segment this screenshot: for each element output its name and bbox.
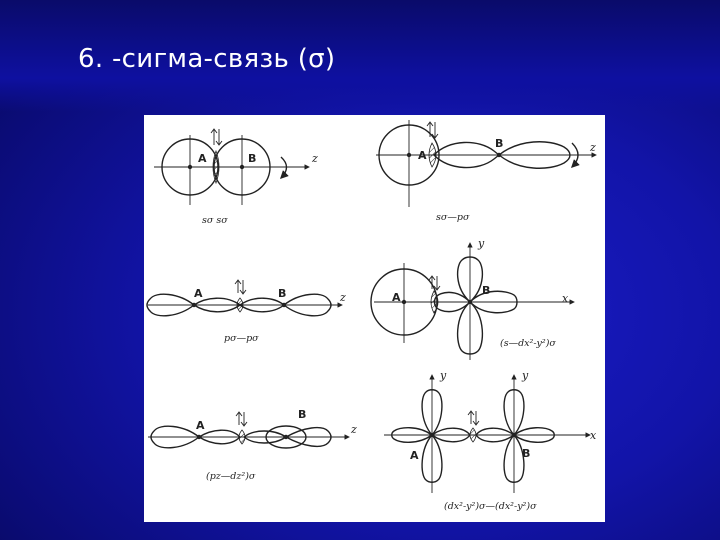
diagram-pp-label-b: B — [278, 287, 286, 300]
diagram-pp-axis: z — [339, 291, 346, 304]
diagram-p-d: A B z (pz—dz²)σ — [148, 408, 357, 482]
diagram-s-d: A B x y (s—dx²-y²)σ — [370, 237, 575, 360]
diagram-pp-caption: pσ—pσ — [224, 333, 259, 344]
orbital-diagram-panel: A B z sσ sσ A B z sσ—pσ A B z pσ—pσ — [144, 115, 605, 522]
diagram-ss-label-a: A — [198, 152, 207, 165]
diagram-pd-caption: (pz—dz²)σ — [206, 471, 256, 482]
diagram-pd-label-b: B — [298, 408, 306, 421]
diagram-dd-caption: (dx²-y²)σ—(dx²-y²)σ — [444, 501, 537, 512]
header-band — [0, 0, 720, 112]
diagram-s-p: A B z sσ—pσ — [376, 120, 597, 223]
diagram-sp-axis: z — [589, 141, 596, 154]
diagram-s-s: A B z sσ sσ — [154, 128, 318, 226]
diagram-dd-axis-y2: y — [521, 369, 529, 382]
p-lobe-right — [497, 141, 571, 169]
diagram-dd-label-a: A — [410, 449, 419, 462]
diagram-sd-label-b: B — [482, 284, 490, 297]
orbital-diagrams-svg: A B z sσ sσ A B z sσ—pσ A B z pσ—pσ — [146, 120, 597, 512]
diagram-dd-axis-y1: y — [439, 369, 447, 382]
diagram-sd-axis-y: y — [477, 237, 485, 250]
diagram-sp-caption: sσ—pσ — [436, 212, 470, 223]
diagram-sp-label-a: A — [418, 149, 427, 162]
diagram-sp-label-b: B — [495, 137, 503, 150]
diagram-p-p: A B z pσ—pσ — [146, 279, 346, 344]
diagram-sd-axis-x: x — [562, 292, 569, 305]
slide-title: 6. -сигма-связь (σ) — [78, 44, 336, 74]
diagram-ss-caption: sσ sσ — [202, 215, 228, 226]
diagram-pp-label-a: A — [194, 287, 203, 300]
diagram-pd-label-a: A — [196, 419, 205, 432]
diagram-dd-axis-x: x — [590, 429, 597, 442]
diagram-sd-label-a: A — [392, 291, 401, 304]
diagram-sd-caption: (s—dx²-y²)σ — [500, 338, 556, 349]
diagram-dd-label-b: B — [522, 447, 530, 460]
diagram-pd-axis: z — [350, 423, 357, 436]
diagram-d-d: A B x y y (dx²-y²)σ—(dx²-y²)σ — [384, 369, 597, 512]
diagram-ss-label-b: B — [248, 152, 256, 165]
diagram-ss-axis: z — [311, 152, 318, 165]
